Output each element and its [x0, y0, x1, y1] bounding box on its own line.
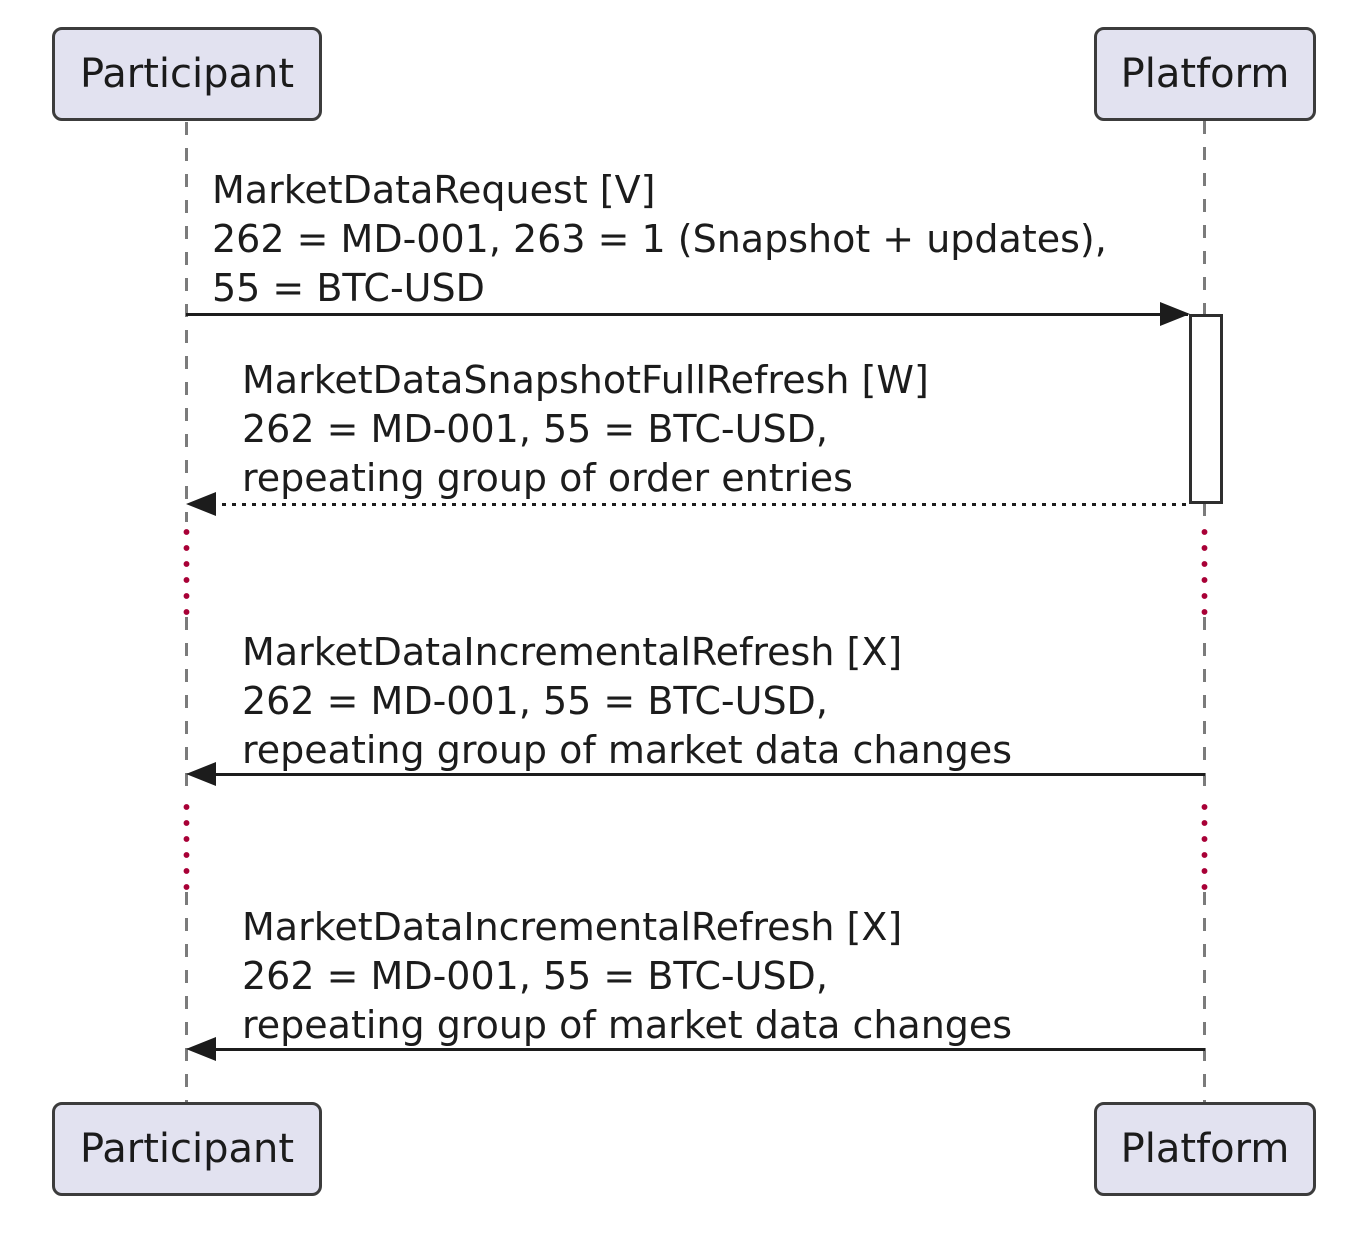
actor-box-platform-bottom: Platform — [1094, 1102, 1316, 1196]
delay-dots-platform-2 — [1201, 799, 1208, 892]
message-line-text: MarketDataIncrementalRefresh [X] — [242, 905, 903, 949]
message-arrow-line — [192, 773, 1205, 776]
lifeline-platform-segment-2 — [1203, 503, 1206, 522]
arrowhead-left — [186, 1037, 216, 1061]
actor-box-participant-bottom: Participant — [52, 1102, 322, 1196]
message-line-text: MarketDataSnapshotFullRefresh [W] — [242, 358, 929, 402]
message-line-text: 262 = MD-001, 55 = BTC-USD, — [242, 954, 828, 998]
delay-dots-participant-2 — [183, 799, 190, 892]
actor-box-participant-top: Participant — [52, 27, 322, 121]
message-arrow-line — [186, 313, 1188, 316]
arrowhead-right — [1160, 302, 1190, 326]
lifeline-platform-segment-1 — [1203, 121, 1206, 315]
message-line-text: repeating group of market data changes — [242, 728, 1013, 772]
message-label: MarketDataSnapshotFullRefresh [W] 262 = … — [242, 356, 929, 503]
actor-label: Platform — [1120, 1126, 1290, 1172]
arrowhead-left — [186, 492, 216, 516]
lifeline-participant-segment-2 — [185, 617, 188, 797]
actor-box-platform-top: Platform — [1094, 27, 1316, 121]
message-line-text: repeating group of market data changes — [242, 1003, 1013, 1047]
message-line-text: 55 = BTC-USD — [212, 266, 485, 310]
lifeline-platform-segment-3 — [1203, 617, 1206, 797]
message-label: MarketDataIncrementalRefresh [X] 262 = M… — [242, 903, 1012, 1050]
message-line-text: repeating group of order entries — [242, 456, 853, 500]
lifeline-participant-segment-3 — [185, 892, 188, 1103]
message-arrow-line — [192, 1048, 1205, 1051]
arrowhead-left — [186, 762, 216, 786]
actor-label: Participant — [79, 51, 295, 97]
delay-dots-participant-1 — [183, 524, 190, 617]
message-line-text: MarketDataIncrementalRefresh [X] — [242, 630, 903, 674]
actor-label: Participant — [79, 1126, 295, 1172]
actor-label: Platform — [1120, 51, 1290, 97]
activation-bar — [1189, 314, 1223, 504]
message-label: MarketDataRequest [V] 262 = MD-001, 263 … — [212, 166, 1107, 313]
message-arrow-line — [192, 503, 1189, 506]
lifeline-platform-segment-4 — [1203, 892, 1206, 1103]
message-line-text: 262 = MD-001, 55 = BTC-USD, — [242, 679, 828, 723]
message-line-text: MarketDataRequest [V] — [212, 168, 656, 212]
message-label: MarketDataIncrementalRefresh [X] 262 = M… — [242, 628, 1012, 775]
lifeline-participant-segment-1 — [185, 122, 188, 522]
delay-dots-platform-1 — [1201, 524, 1208, 617]
message-line-text: 262 = MD-001, 263 = 1 (Snapshot + update… — [212, 217, 1107, 261]
message-line-text: 262 = MD-001, 55 = BTC-USD, — [242, 407, 828, 451]
